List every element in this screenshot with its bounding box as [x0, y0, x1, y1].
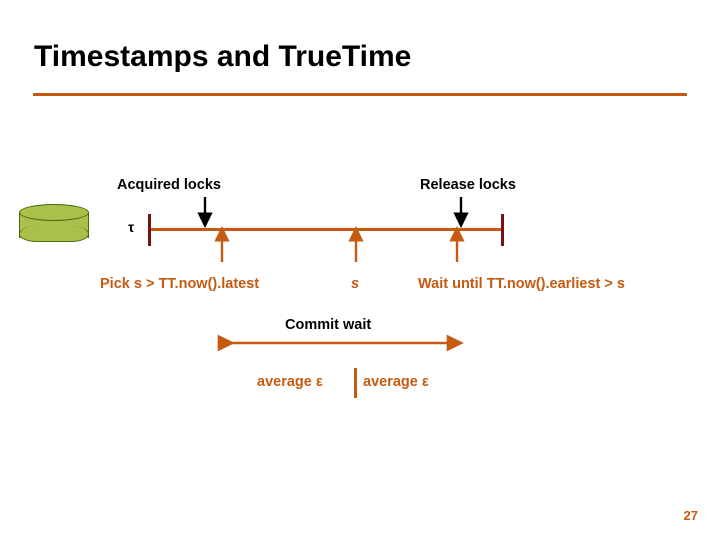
label-average-epsilon-left: average ε: [257, 374, 323, 390]
label-average-epsilon-right: average ε: [363, 374, 429, 390]
label-commit-wait: Commit wait: [285, 317, 372, 333]
timeline-tick-start: [148, 214, 151, 246]
timeline-tick-end: [501, 214, 504, 246]
title-divider: [33, 93, 687, 96]
label-pick-s: Pick s > TT.now().latest: [100, 276, 260, 292]
label-s: s: [351, 276, 360, 292]
label-wait-until: Wait until TT.now().earliest > s: [418, 276, 625, 292]
database-bottom-ellipse: [19, 226, 89, 242]
tau-label: τ: [128, 219, 135, 235]
label-release-locks: Release locks: [420, 177, 516, 193]
database-icon: [19, 204, 89, 246]
database-top-ellipse: [19, 204, 89, 221]
timeline-bar: [148, 228, 504, 231]
label-acquired-locks: Acquired locks: [117, 177, 221, 193]
page-title: Timestamps and TrueTime: [34, 40, 412, 73]
average-divider: [354, 368, 357, 398]
page-number: 27: [683, 508, 698, 523]
